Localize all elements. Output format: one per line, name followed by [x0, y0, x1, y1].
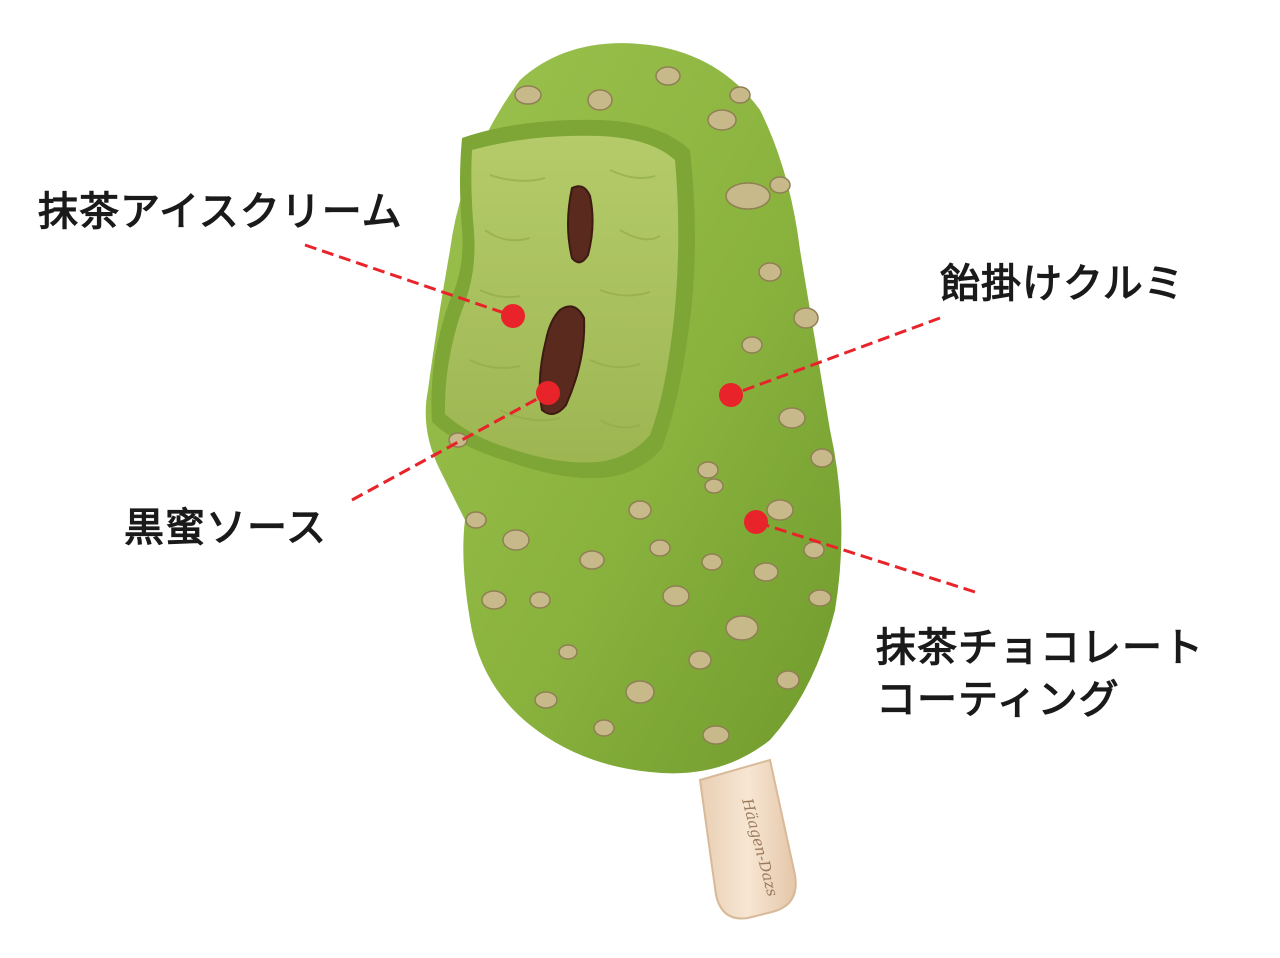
leader-line-candied-walnut: [730, 316, 941, 397]
label-candied-walnut: 飴掛けクルミ: [940, 261, 1185, 307]
label-coating-line2: コーティング: [876, 677, 1120, 723]
marker-dot-kuromitsu-sauce: [536, 381, 560, 405]
marker-dot-coating: [744, 510, 768, 534]
marker-dot-matcha-ice-cream: [501, 304, 525, 328]
ice-cream-texture: [469, 169, 661, 429]
label-kuromitsu-sauce: 黒蜜ソース: [124, 505, 327, 551]
kuromitsu-sauce-streak-top: [567, 185, 594, 264]
marker-dots: [501, 304, 768, 534]
leader-line-coating: [755, 520, 976, 594]
leader-line-matcha-ice-cream: [304, 243, 514, 318]
leader-lines: [304, 243, 976, 594]
leader-line-kuromitsu-sauce: [351, 391, 549, 502]
wooden-stick: [698, 758, 797, 920]
ice-cream-cross-section: [444, 135, 679, 463]
marker-dot-candied-walnut: [719, 383, 743, 407]
label-matcha-ice-cream: 抹茶アイスクリーム: [38, 189, 403, 235]
label-chocolate-coating: 抹茶チョコレート コーティング: [876, 622, 1204, 726]
label-coating-line1: 抹茶チョコレート: [876, 625, 1204, 671]
candied-walnut-pieces: [448, 66, 834, 745]
